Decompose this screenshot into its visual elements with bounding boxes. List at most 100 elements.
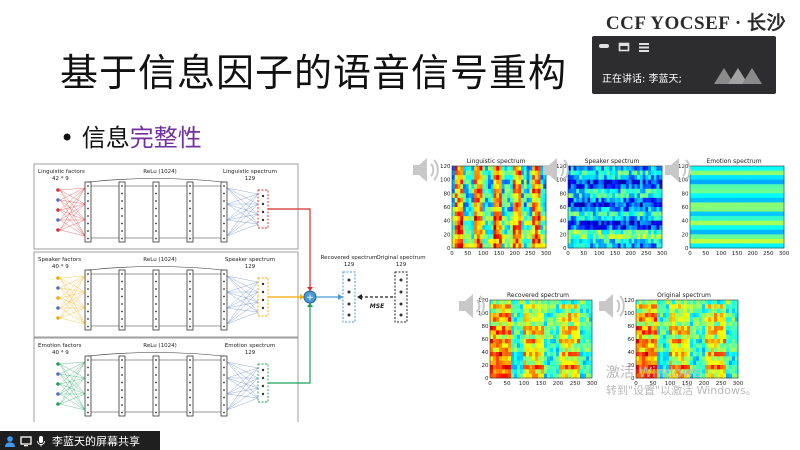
screen-share-bar[interactable]: 李蓝天的屏幕共享 — [0, 431, 160, 450]
output-dim: 129 — [245, 350, 256, 356]
y-tick-label: 80 — [628, 324, 635, 330]
x-tick-label: 100 — [478, 251, 489, 257]
row-frame — [33, 163, 299, 250]
y-tick-label: 100 — [440, 178, 451, 184]
hidden-layer — [84, 355, 92, 417]
audio-play-icon[interactable] — [662, 154, 692, 186]
slide-title: 基于信息因子的语音信号重构 — [60, 51, 568, 95]
relu-label: ReLu (1024) — [143, 169, 176, 175]
x-tick-label: 150 — [682, 381, 693, 387]
x-tick-label: 100 — [519, 381, 530, 387]
x-tick-label: 250 — [763, 251, 774, 257]
screen-icon — [20, 435, 32, 446]
input-dim: 40 * 9 — [52, 264, 69, 270]
recovered-label: Recovered spectrum — [321, 255, 378, 261]
audio-play-icon[interactable] — [540, 154, 570, 186]
y-tick-label: 120 — [624, 298, 635, 304]
input-node — [56, 198, 60, 202]
audio-play-icon[interactable] — [596, 290, 626, 322]
x-tick-label: 50 — [650, 381, 657, 387]
x-tick-label: 200 — [747, 251, 758, 257]
spectrogram-title: Emotion spectrum — [706, 158, 762, 165]
x-tick-label: 300 — [779, 251, 790, 257]
y-tick-label: 20 — [482, 363, 489, 369]
sum-plus: + — [306, 293, 314, 303]
x-tick-label: 200 — [509, 251, 520, 257]
minimize-icon[interactable] — [598, 42, 610, 52]
slide-bullet: • 信息完整性 — [60, 118, 202, 153]
y-tick-label: 20 — [682, 232, 689, 238]
layout-icon[interactable] — [638, 42, 650, 52]
x-tick-label: 300 — [541, 251, 552, 257]
hidden-layer — [220, 269, 228, 331]
x-tick-label: 0 — [634, 381, 638, 387]
y-tick-label: 0 — [685, 246, 689, 252]
input-node — [56, 218, 60, 222]
y-tick-label: 20 — [628, 363, 635, 369]
restore-icon[interactable] — [618, 42, 630, 52]
relu-label: ReLu (1024) — [143, 257, 176, 263]
meeting-overlay: 正在讲话: 李蓝天; — [592, 36, 776, 94]
output-dim: 129 — [245, 176, 256, 182]
meeting-controls — [598, 42, 650, 52]
x-tick-label: 100 — [665, 381, 676, 387]
input-label: Emotion factors — [38, 343, 82, 349]
input-node — [56, 402, 60, 406]
y-tick-label: 100 — [478, 311, 489, 317]
y-tick-label: 80 — [482, 324, 489, 330]
hidden-layer — [152, 269, 160, 331]
x-tick-label: 50 — [504, 381, 511, 387]
row-frame — [33, 251, 299, 338]
x-tick-label: 250 — [525, 251, 536, 257]
hidden-layer — [220, 355, 228, 417]
input-dim: 42 * 9 — [52, 176, 69, 182]
y-tick-label: 60 — [444, 205, 451, 211]
meeting-logo-icon — [714, 68, 762, 84]
x-tick-label: 50 — [702, 251, 709, 257]
recovered-column — [342, 271, 356, 323]
y-tick-label: 20 — [444, 232, 451, 238]
activation-watermark: 激活 Windows — [606, 365, 701, 381]
y-tick-label: 120 — [440, 164, 451, 170]
audio-play-icon[interactable] — [456, 290, 486, 322]
original-dim: 129 — [396, 262, 407, 268]
x-tick-label: 50 — [580, 251, 587, 257]
input-node — [56, 188, 60, 192]
recovered-dim: 129 — [344, 262, 355, 268]
x-tick-label: 150 — [494, 251, 505, 257]
activation-watermark-sub: 转到"设置"以激活 Windows。 — [606, 384, 757, 397]
x-tick-label: 100 — [594, 251, 605, 257]
y-tick-label: 80 — [560, 191, 567, 197]
input-node — [56, 276, 60, 280]
hidden-layer — [186, 355, 194, 417]
audio-play-icon[interactable] — [410, 154, 440, 186]
spectrogram-title: Linguistic spectrum — [466, 158, 526, 165]
hidden-layer — [118, 181, 126, 243]
input-node — [56, 208, 60, 212]
mse-label: MSE — [370, 303, 385, 310]
input-node — [56, 228, 60, 232]
user-icon — [5, 435, 15, 447]
x-tick-label: 0 — [450, 251, 454, 257]
input-node — [56, 306, 60, 310]
x-tick-label: 200 — [699, 381, 710, 387]
speaking-indicator: 正在讲话: 李蓝天; — [602, 74, 682, 85]
y-tick-label: 120 — [678, 164, 689, 170]
y-tick-label: 40 — [444, 219, 451, 225]
brand-header: CCF YOCSEF · 长沙 — [605, 13, 786, 34]
bullet-text: 信息 — [81, 124, 130, 152]
route-line — [268, 208, 311, 291]
input-node — [56, 382, 60, 386]
bullet-dot: • — [60, 124, 82, 152]
hidden-layer — [152, 355, 160, 417]
x-tick-label: 150 — [610, 251, 621, 257]
y-tick-label: 120 — [556, 164, 567, 170]
